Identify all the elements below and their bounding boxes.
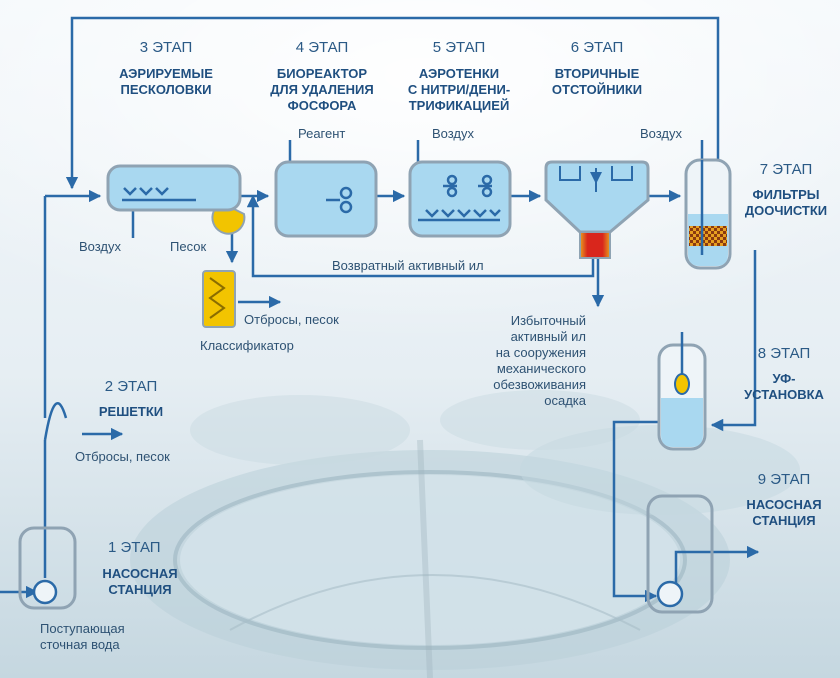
pipe-return-sludge: [246, 194, 595, 278]
inflow-label: Поступающая сточная вода: [40, 621, 125, 652]
sand-trap-tank: [106, 164, 246, 235]
mixer-icon: [326, 186, 353, 214]
classifier-label: Классификатор: [200, 338, 294, 353]
stage-2-number: 2 ЭТАП: [104, 378, 158, 395]
pump-impeller-icon: [32, 579, 58, 605]
reagent-label: Реагент: [298, 126, 346, 141]
air-label-s7: Воздух: [640, 126, 683, 141]
excess-sludge-label: Избыточный активный ил на сооружения мех…: [493, 313, 586, 408]
stage-8-number: 8 ЭТАП: [757, 345, 811, 362]
stage-6-number: 6 ЭТАП: [570, 39, 624, 56]
screen-icon: [43, 402, 68, 441]
polishing-filter: [684, 158, 732, 270]
aeration-bubbles-icon: [123, 187, 169, 196]
return-sludge-label: Возвратный активный ил: [332, 258, 484, 273]
aeration-bubbles-icon: [425, 209, 501, 218]
stage-5-number: 5 ЭТАП: [432, 39, 486, 56]
classifier-unit: [202, 270, 236, 328]
filter-media: [689, 226, 727, 246]
uv-lamp-icon: [674, 373, 690, 395]
mixer-icon: [443, 174, 493, 198]
uv-unit: [657, 332, 707, 451]
secondary-clarifier: [544, 160, 650, 259]
screens-waste-label: Отбросы, песок: [75, 449, 170, 464]
stage-2-title: РЕШЕТКИ: [98, 404, 164, 419]
sludge-hopper: [579, 231, 611, 259]
classifier-waste-label: Отбросы, песок: [244, 312, 339, 327]
pipe-s7-s8: [710, 250, 757, 432]
stage-7-number: 7 ЭТАП: [759, 161, 813, 178]
pipe-top-loop: [65, 16, 720, 190]
stage-4-number: 4 ЭТАП: [295, 39, 349, 56]
pump-impeller-icon: [656, 580, 684, 608]
pipe-outflow: [674, 545, 760, 590]
pump-station-9: [646, 494, 714, 614]
pump-station-1: [18, 526, 77, 610]
air-label-s3: Воздух: [79, 239, 122, 254]
stage-1-number: 1 ЭТАП: [108, 539, 161, 556]
stage-9-number: 9 ЭТАП: [757, 471, 811, 488]
air-label-s5: Воздух: [432, 126, 475, 141]
bioreactor-tank: [274, 160, 378, 238]
aeration-tank: [408, 160, 512, 238]
stage-8-title: УФ-УСТАНОВКА: [744, 371, 824, 402]
sand-label: Песок: [170, 239, 207, 254]
pipe-s8-s9: [612, 420, 660, 603]
stage-3-number: 3 ЭТАП: [139, 39, 193, 56]
